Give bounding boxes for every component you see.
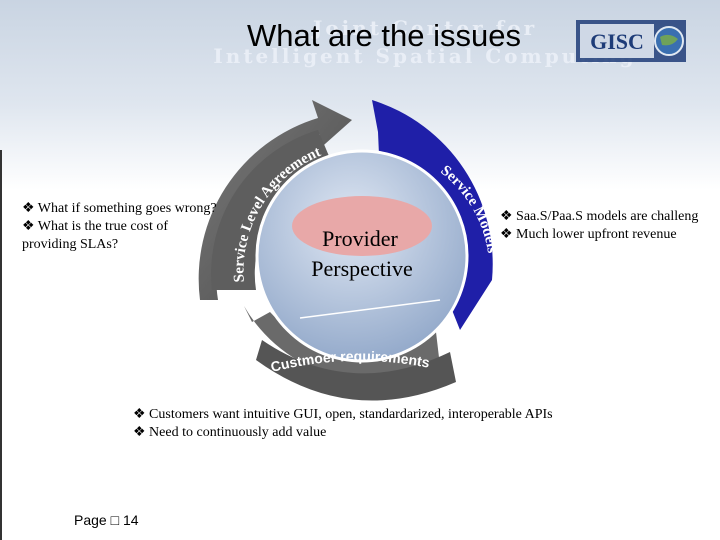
bottom-bullet-2: ❖ Need to continuously add value (133, 425, 327, 440)
left-bullet-3: providing SLAs? (22, 237, 119, 252)
left-bullets: ❖ What if something goes wrong? ❖ What i… (22, 200, 217, 254)
center-label-line2: Perspective (311, 256, 412, 281)
left-bullet-2: ❖ What is the true cost of (22, 219, 169, 234)
page-symbol: □ (110, 512, 120, 528)
right-bullet-2: ❖ Much lower upfront revenue (500, 227, 677, 242)
right-bullets: ❖ Saa.S/Paa.S models are challeng ❖ Much… (500, 208, 698, 244)
right-bullet-1: ❖ Saa.S/Paa.S models are challeng (500, 209, 699, 224)
gisc-logo: GISC (576, 20, 686, 62)
page-number-value: 14 (122, 512, 139, 528)
page-number: Page □ 14 (74, 512, 139, 528)
bottom-bullets: ❖ Customers want intuitive GUI, open, st… (133, 406, 553, 442)
arc-bottom-gray-outer (256, 340, 456, 401)
bottom-bullet-1: ❖ Customers want intuitive GUI, open, st… (133, 407, 553, 422)
logo-text: GISC (590, 29, 644, 54)
slide-title: What are the issues (247, 18, 521, 53)
left-bullet-1: ❖ What if something goes wrong? (22, 201, 217, 216)
center-cap (292, 196, 432, 256)
arc-bottom-gray (244, 306, 440, 382)
center-label-line1: Provider (322, 226, 398, 251)
left-rule (0, 150, 2, 540)
banner-line-1: Joint Center for (312, 16, 538, 40)
page-label: Page (74, 512, 107, 528)
banner-line-2: Intelligent Spatial Computing (213, 44, 637, 68)
banner-org-name: Joint Center for Intelligent Spatial Com… (210, 14, 640, 70)
center-divider (299, 299, 441, 319)
